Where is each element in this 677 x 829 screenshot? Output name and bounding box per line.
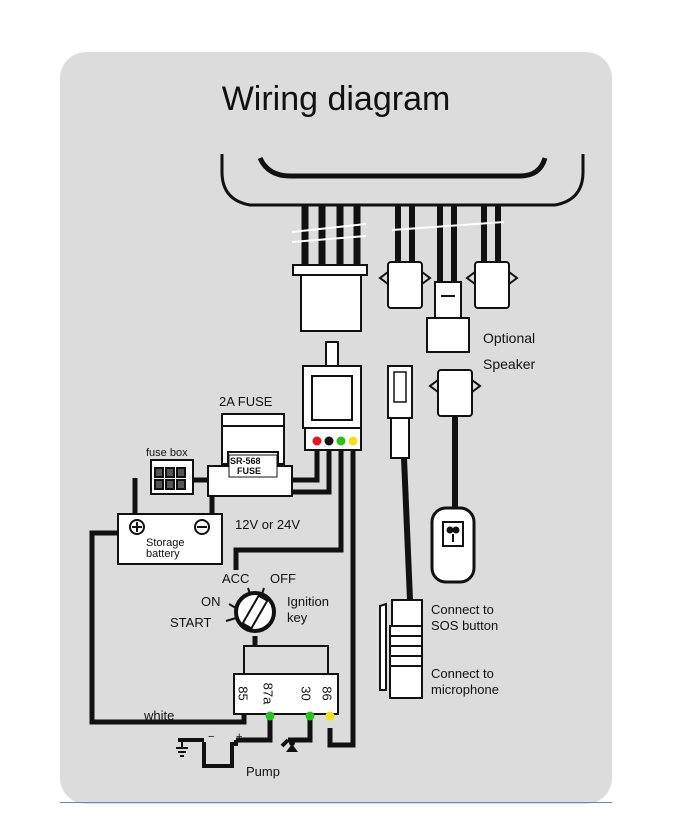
relay-pin-87a [265, 711, 275, 721]
black-wire-dot [324, 436, 334, 446]
relay-pin-30 [305, 711, 315, 721]
relay [233, 645, 339, 715]
device-housing [220, 154, 585, 207]
panel-bottom-edge [60, 802, 612, 803]
sos-label-1: Connect to [431, 602, 494, 617]
green-wire-dot [336, 436, 346, 446]
main-harness-wires [291, 205, 367, 265]
power-connector-dots [312, 436, 358, 446]
pump-plus-label: + [236, 731, 243, 743]
ground-icon [176, 738, 204, 757]
ignition-key [225, 587, 276, 633]
red-wire-dot [312, 436, 322, 446]
optional-connector-left [378, 261, 432, 309]
pump-motor-icon [286, 740, 298, 752]
fuse-word-label: FUSE [237, 466, 262, 476]
relay-pins [265, 711, 335, 721]
ignition-on-label: ON [201, 594, 221, 609]
microphone-label-1: Connect to [431, 666, 494, 681]
fuse-box-label: fuse box [146, 447, 188, 459]
yellow-wire-dot [348, 436, 358, 446]
relay-pin-87a-label: 87a [260, 682, 276, 705]
optional-wires [391, 205, 505, 290]
microphone-label-2: microphone [431, 682, 499, 697]
ignition-start-label: START [170, 615, 212, 630]
pump [202, 738, 290, 768]
main-connector-upper [292, 264, 368, 332]
battery-negative-terminal [194, 519, 210, 535]
relay-pin-30-label: 30 [298, 686, 314, 701]
sos-cable [428, 369, 482, 508]
fuse-part-label: SR-568 [230, 456, 261, 466]
storage-battery-label-2: battery [146, 548, 180, 560]
battery-positive-terminal [129, 519, 145, 535]
sos-button-icon [430, 506, 476, 584]
ignition-key-label-2: key [287, 610, 308, 625]
microphone-icon [379, 599, 423, 699]
relay-pin-86 [325, 711, 335, 721]
optional-connector-right [465, 261, 519, 309]
fuse-label-box [228, 454, 278, 478]
voltage-label: 12V or 24V [235, 517, 301, 532]
optional-label: Optional [483, 330, 536, 346]
pump-minus-label: − [208, 731, 215, 743]
diagram-title: Wiring diagram [221, 80, 451, 118]
power-connector [302, 341, 362, 451]
microphone-cable [387, 365, 413, 601]
fuse-2a-label: 2A FUSE [219, 394, 273, 409]
relay-pin-86-label: 86 [319, 686, 335, 701]
white-wire-label: white [144, 708, 175, 723]
ignition-off-label: OFF [270, 571, 296, 586]
speaker-label: Speaker [483, 356, 536, 372]
fuse-box [150, 459, 194, 495]
relay-pin-85-label: 85 [235, 686, 251, 701]
sos-label-2: SOS button [431, 618, 499, 633]
pump-label: Pump [246, 764, 280, 779]
ignition-acc-label: ACC [222, 571, 250, 586]
storage-battery-label-1: Storage [146, 537, 185, 549]
optional-connector-middle [426, 281, 470, 353]
ignition-key-label-1: Ignition [287, 594, 329, 609]
